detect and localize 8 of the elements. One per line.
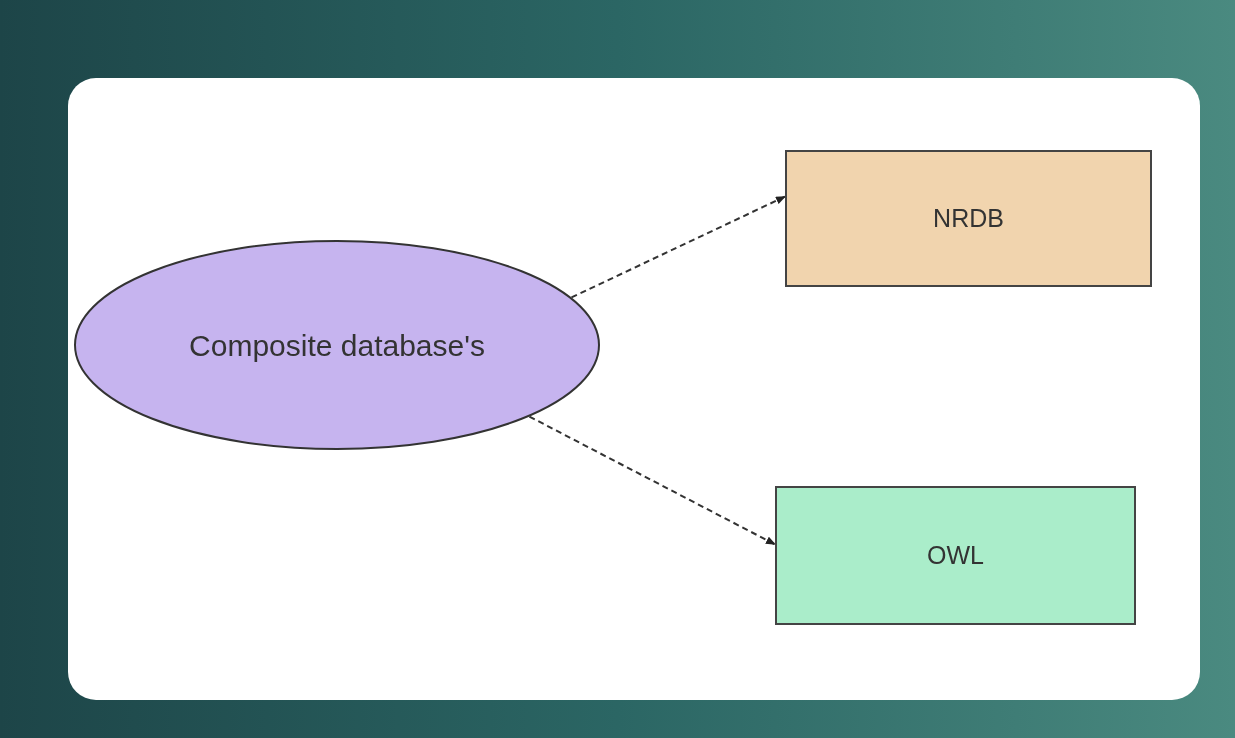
- node-label: OWL: [927, 539, 984, 571]
- dashed-arrow: [528, 415, 776, 546]
- process-box: [785, 150, 1152, 287]
- process-box: [775, 486, 1136, 625]
- ellipse-node: [74, 240, 600, 450]
- node-label: NRDB: [933, 202, 1004, 234]
- node-label: Composite database's: [189, 327, 485, 364]
- dashed-arrow: [570, 195, 786, 299]
